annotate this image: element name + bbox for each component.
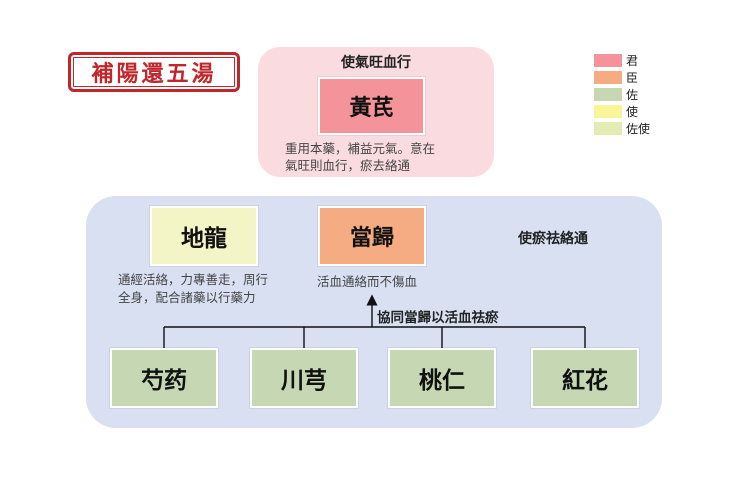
- legend-row: 君: [594, 52, 650, 69]
- herb-huangqi-label: 黃芪: [349, 95, 394, 121]
- herb-chuanxiong[interactable]: 川芎: [250, 348, 358, 408]
- legend-swatch: [594, 122, 622, 135]
- herb-danggui-label: 當歸: [349, 225, 394, 251]
- monarch-note-line1: 重用本藥，補益元氣。意在: [285, 141, 436, 156]
- legend: 君 臣 佐 使 佐使: [594, 52, 650, 137]
- herb-honghua-label: 紅花: [562, 367, 608, 394]
- herb-shaoyao-label: 芍药: [141, 367, 187, 394]
- legend-row: 佐使: [594, 120, 650, 137]
- herb-chuanxiong-label: 川芎: [281, 367, 327, 394]
- herb-taoren[interactable]: 桃仁: [388, 348, 496, 408]
- legend-label: 佐使: [626, 122, 651, 136]
- monarch-note: 重用本藥，補益元氣。意在 氣旺則血行，瘀去絡通: [285, 140, 475, 174]
- dilong-note-line1: 通經活絡，力專善走，周行: [118, 272, 269, 287]
- herb-dilong-label: 地龍: [181, 225, 227, 252]
- legend-swatch: [594, 88, 622, 101]
- legend-swatch: [594, 71, 622, 84]
- herb-honghua[interactable]: 紅花: [531, 348, 639, 408]
- herb-shaoyao[interactable]: 芍药: [110, 348, 218, 408]
- dilong-note: 通經活絡，力專善走，周行 全身，配合諸藥以行藥力: [118, 271, 298, 307]
- legend-label: 使: [626, 105, 639, 119]
- legend-row: 使: [594, 103, 650, 120]
- legend-label: 君: [626, 54, 639, 68]
- legend-label: 佐: [626, 88, 639, 102]
- dilong-note-line2: 全身，配合諸藥以行藥力: [118, 290, 256, 305]
- herb-taoren-label: 桃仁: [419, 367, 465, 394]
- legend-row: 佐: [594, 86, 650, 103]
- legend-swatch: [594, 105, 622, 118]
- legend-swatch: [594, 54, 622, 67]
- monarch-caption: 使氣旺血行: [341, 55, 411, 71]
- monarch-note-line2: 氣旺則血行，瘀去絡通: [285, 158, 411, 173]
- legend-row: 臣: [594, 69, 650, 86]
- legend-label: 臣: [626, 71, 639, 85]
- assistant-caption: 使瘀祛絡通: [518, 231, 588, 247]
- herb-dilong[interactable]: 地龍: [150, 206, 258, 266]
- herb-huangqi[interactable]: 黃芪: [318, 77, 425, 135]
- title-stamp: 補陽還五湯: [68, 52, 240, 92]
- herb-danggui[interactable]: 當歸: [318, 206, 426, 266]
- danggui-note: 活血通絡而不傷血: [317, 274, 418, 289]
- arrow-label: 協同當歸以活血祛瘀: [377, 310, 499, 326]
- title-text: 補陽還五湯: [91, 61, 217, 87]
